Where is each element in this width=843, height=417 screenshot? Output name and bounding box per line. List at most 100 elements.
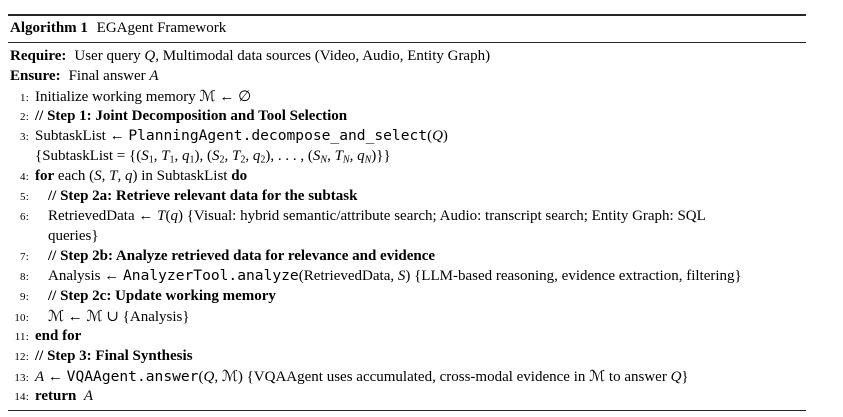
- text-segment-n: (: [165, 208, 171, 224]
- text-segment-cal: ℳ: [48, 307, 65, 325]
- text-segment-isub: N: [364, 154, 372, 166]
- line-text: queries}: [48, 228, 99, 244]
- text-segment-sub: 1: [148, 154, 154, 166]
- text-segment-i: S: [94, 168, 102, 184]
- text-segment-n: User query: [74, 48, 145, 64]
- text-segment-b: // Step 2c: Update working memory: [48, 288, 276, 304]
- algorithm-line: 3:SubtaskList ← PlanningAgent.decompose_…: [8, 126, 806, 146]
- top-rule: [8, 14, 806, 16]
- text-segment-b: // Step 2b: Analyze retrieved data for r…: [48, 248, 436, 264]
- text-segment-n: )}}: [371, 148, 391, 164]
- text-segment-n: ,: [245, 148, 253, 164]
- text-segment-n: , Multimodal data sources (Video, Audio,…: [155, 48, 491, 64]
- line-text: ℳ ← ℳ ∪ {Analysis}: [48, 307, 190, 325]
- text-segment-n: Final answer: [68, 68, 150, 84]
- algorithm-header: Algorithm 1 EGAgent Framework: [8, 16, 806, 42]
- text-segment-cal: ℳ: [199, 87, 216, 105]
- text-segment-sub: 2: [219, 154, 225, 166]
- algorithm-line: 9:// Step 2c: Update working memory: [8, 286, 806, 306]
- line-number: 3:: [20, 131, 29, 143]
- line-text: User query Q, Multimodal data sources (V…: [74, 48, 490, 64]
- text-segment-i: Q: [432, 128, 443, 144]
- text-segment-i: Q: [144, 48, 156, 64]
- text-segment-i: T: [157, 208, 166, 224]
- algorithm-title: EGAgent Framework: [96, 20, 227, 36]
- text-segment-n: (: [427, 128, 433, 144]
- line-text: // Step 2a: Retrieve relevant data for t…: [48, 188, 357, 204]
- text-segment-n: ←: [44, 369, 67, 385]
- text-segment-i: T: [232, 148, 241, 164]
- algorithm-line: 13: A ← VQAAgent.answer(Q, ℳ) {VQAAgent u…: [8, 366, 806, 386]
- text-segment-n: ), (: [194, 148, 213, 164]
- text-segment-n: (: [198, 369, 204, 385]
- line-number: 10:: [14, 312, 29, 324]
- text-segment-sub: 1: [169, 154, 175, 166]
- text-segment-i: Q: [203, 369, 215, 385]
- text-segment-n: ←: [64, 309, 87, 325]
- header-rule: [8, 42, 806, 43]
- text-segment-c: PlanningAgent.decompose_and_select: [128, 127, 428, 144]
- line-number: 13:: [14, 372, 29, 384]
- text-segment-n: ,: [327, 148, 335, 164]
- algorithm-line: 1:Initialize working memory ℳ ← ∅: [8, 86, 806, 106]
- preamble-line: Require: User query Q, Multimodal data so…: [8, 46, 806, 66]
- line-text: RetrievedData ← T(q) {Visual: hybrid sem…: [48, 208, 706, 224]
- text-segment-i: S: [397, 268, 406, 284]
- text-segment-i: Q: [670, 369, 682, 385]
- text-segment-n: ) {VQAAgent uses accumulated, cross-moda…: [237, 369, 590, 385]
- text-segment-c: AnalyzerTool.analyze: [123, 267, 299, 284]
- text-segment-sub: 1: [189, 154, 195, 166]
- text-segment-cal: ℳ: [589, 367, 606, 385]
- algorithm-line: 6: RetrievedData ← T(q) {Visual: hybrid s…: [8, 206, 806, 226]
- text-segment-n: ) {Visual: hybrid semantic/attribute sea…: [177, 208, 706, 224]
- text-segment-c: VQAAgent.answer: [66, 368, 199, 385]
- text-segment-n: Analysis ←: [48, 268, 123, 284]
- text-segment-n: ← ∅: [215, 89, 252, 105]
- text-segment-n: ,: [117, 168, 125, 184]
- text-segment-cal: ℳ: [86, 307, 103, 325]
- line-number: 6:: [20, 211, 29, 223]
- text-segment-n: ) {LLM-based reasoning, evidence extract…: [405, 268, 742, 284]
- line-text: // Step 3: Final Synthesis: [35, 348, 193, 364]
- algorithm-line: 7: // Step 2b: Analyze retrieved data for…: [8, 246, 806, 266]
- text-segment-n: }: [681, 369, 689, 385]
- text-segment-b: return: [35, 388, 77, 404]
- line-number: 7:: [20, 251, 29, 263]
- line-text: {SubtaskList = {(S1, T1, q1), (S2, T2, q…: [35, 148, 391, 166]
- text-segment-i: T: [161, 148, 170, 164]
- algorithm-block: Algorithm 1 EGAgent Framework Require: Us…: [8, 14, 806, 411]
- text-segment-b: do: [231, 168, 248, 184]
- line-number: 8:: [20, 271, 29, 283]
- text-segment-b: // Step 1: Joint Decomposition and Tool …: [35, 108, 348, 124]
- text-segment-b: // Step 2a: Retrieve relevant data for t…: [48, 188, 358, 204]
- algorithm-line: 10: ℳ ← ℳ ∪ {Analysis}: [8, 306, 806, 326]
- text-segment-n: to answer: [605, 369, 671, 385]
- line-text: // Step 2c: Update working memory: [48, 288, 276, 304]
- text-segment-n: ): [442, 128, 448, 144]
- preamble-line: Ensure:Final answer A: [8, 66, 806, 86]
- text-segment-n: {SubtaskList = {(: [35, 148, 142, 164]
- text-segment-b: // Step 3: Final Synthesis: [35, 348, 193, 364]
- line-text: return A: [35, 388, 93, 404]
- text-segment-n: ,: [349, 148, 358, 164]
- text-segment-n: ,: [101, 168, 110, 184]
- line-number: 14:: [14, 391, 29, 403]
- line-text: end for: [35, 328, 81, 344]
- text-segment-i: A: [83, 388, 94, 404]
- algorithm-line: 5:// Step 2a: Retrieve relevant data for…: [8, 186, 806, 206]
- line-text: A ← VQAAgent.answer(Q, ℳ) {VQAAgent uses…: [35, 367, 689, 385]
- line-number: 2:: [20, 111, 29, 123]
- text-segment-i: S: [212, 148, 220, 164]
- text-segment-b: end for: [35, 328, 82, 344]
- algorithm-body: Require:User query Q, Multimodal data so…: [8, 43, 806, 410]
- preamble-keyword: Require:: [10, 48, 67, 64]
- text-segment-i: A: [149, 68, 159, 84]
- line-text: // Step 1: Joint Decomposition and Tool …: [35, 108, 347, 124]
- line-text: Initialize working memory ℳ ← ∅: [35, 87, 252, 105]
- text-segment-cal: ℳ: [221, 367, 238, 385]
- text-segment-n: ,: [174, 148, 183, 164]
- text-segment-i: T: [334, 148, 343, 164]
- algorithm-line-continuation: queries}: [8, 226, 806, 246]
- algorithm-line: 4:for each (S, T, q) in SubtaskList do: [8, 166, 806, 186]
- text-segment-i: q: [124, 168, 133, 184]
